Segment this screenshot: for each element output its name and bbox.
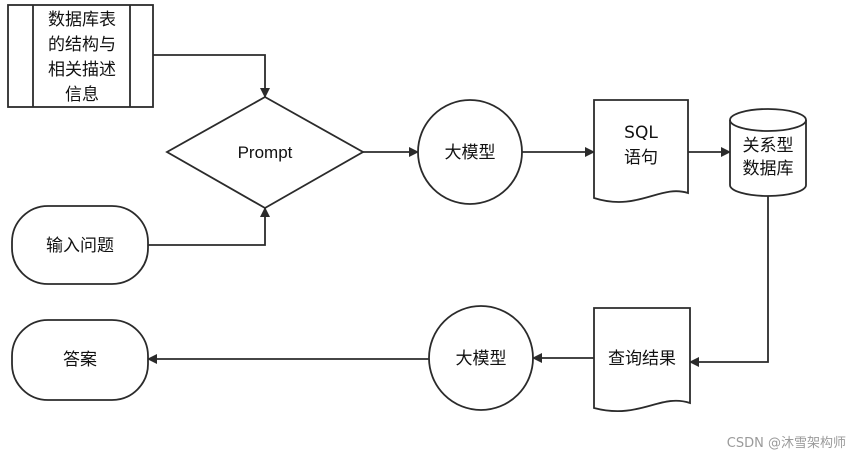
watermark: CSDN @沐雪架构师 [727,436,846,451]
query-result-label: 查询结果 [608,349,676,369]
prompt-label: Prompt [238,143,293,162]
answer-label: 答案 [63,350,97,370]
node-llm-1: 大模型 [417,99,523,205]
node-answer: 答案 [11,319,149,401]
edge-schema-to-prompt [153,54,270,98]
sql-line-2: 语句 [624,148,658,168]
node-sql: SQL 语句 [593,99,689,203]
schema-info-line-4: 信息 [65,85,99,105]
node-query-result: 查询结果 [593,307,691,413]
schema-info-line-3: 相关描述 [48,60,116,80]
schema-info-line-2: 的结构与 [48,35,116,55]
llm-1-label: 大模型 [445,143,496,163]
edge-database-to-result [689,195,769,367]
node-database: 关系型 数据库 [729,108,807,197]
node-llm-2: 大模型 [428,305,534,411]
node-prompt: Prompt [165,95,365,210]
node-question: 输入问题 [11,205,149,285]
llm-2-label: 大模型 [456,349,507,369]
database-line-1: 关系型 [743,136,794,156]
sql-line-1: SQL [624,123,658,143]
question-label: 输入问题 [46,236,114,256]
schema-info-line-1: 数据库表 [48,10,116,30]
database-line-2: 数据库 [743,159,794,179]
edge-question-to-prompt [148,207,270,246]
node-schema-info: 数据库表 的结构与 相关描述 信息 [7,4,154,108]
